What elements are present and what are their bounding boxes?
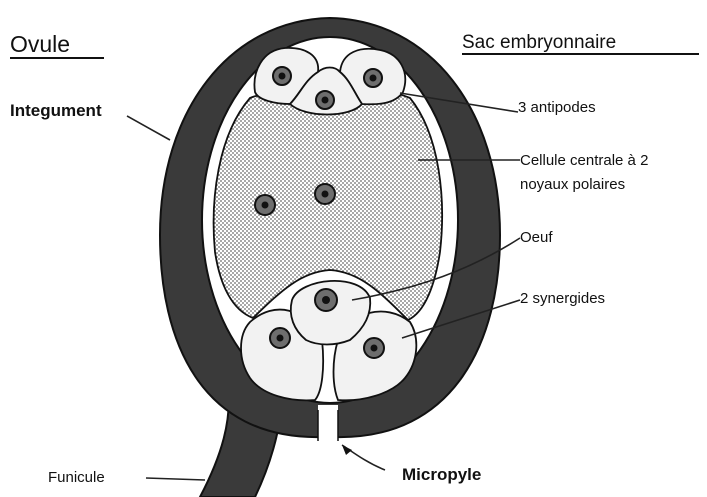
diagram-title: Ovule [10, 31, 70, 57]
micropyle-notch [318, 405, 338, 441]
label-antipodes: 3 antipodes [518, 99, 596, 116]
label-integument: Integument [10, 101, 102, 120]
diagram-subtitle: Sac embryonnaire [462, 32, 616, 53]
label-egg: Oeuf [520, 229, 553, 246]
label-central-cell-2: noyaux polaires [520, 176, 625, 193]
label-central-cell-1: Cellule centrale à 2 [520, 152, 648, 169]
label-synergids: 2 synergides [520, 290, 605, 307]
label-funicule: Funicule [48, 469, 105, 486]
label-micropyle: Micropyle [402, 465, 481, 484]
